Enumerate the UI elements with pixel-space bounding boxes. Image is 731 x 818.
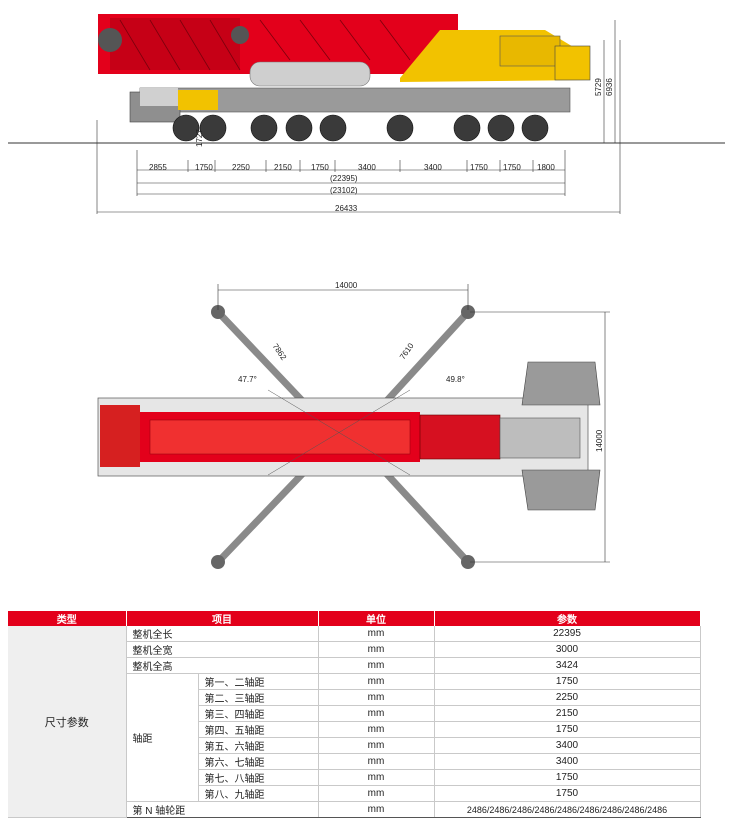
table-row: 第二、三轴距 mm 2250: [8, 689, 701, 706]
unit-cell: mm: [318, 657, 435, 674]
top-dimension-lines: [217, 284, 610, 563]
dim-segment: 1750: [470, 163, 488, 172]
crane-superstructure: [400, 30, 591, 82]
top-view-drawing: [97, 284, 610, 569]
item-cell: 整机全宽: [126, 641, 319, 658]
item-cell: 第六、七轴距: [198, 753, 319, 770]
carrier-top: [97, 397, 589, 477]
value-cell: 3400: [434, 753, 701, 770]
value-cell: 1750: [434, 721, 701, 738]
spec-table: 类型 项目 单位 参数 尺寸参数 整机全长 mm 22395 整机全宽 mm 3…: [8, 611, 701, 818]
value-cell: 3400: [434, 737, 701, 754]
dim-overall: 26433: [335, 204, 358, 213]
unit-cell: mm: [318, 626, 435, 642]
unit-cell: mm: [318, 737, 435, 754]
dim-segment: 1750: [311, 163, 329, 172]
value-cell: 3424: [434, 657, 701, 674]
table-row: 轴距 第一、二轴距 mm 1750: [8, 673, 701, 802]
dim-angle-right: 49.8°: [446, 375, 465, 384]
item-cell: 第 N 轴轮距: [126, 801, 319, 818]
item-cell: 第八、九轴距: [198, 785, 319, 802]
header-type: 类型: [8, 611, 127, 626]
table-row: 第 N 轴轮距 mm 2486/2486/2486/2486/2486/2486…: [8, 801, 701, 818]
table-row: 第五、六轴距 mm 3400: [8, 737, 701, 754]
table-row: 第四、五轴距 mm 1750: [8, 721, 701, 738]
crane-boom: [98, 14, 458, 87]
dim-angle-left: 47.7°: [238, 375, 257, 384]
unit-cell: mm: [318, 785, 435, 802]
dimension-lines: [96, 20, 621, 214]
value-cell: 1750: [434, 769, 701, 786]
item-cell: 第二、三轴距: [198, 689, 319, 706]
item-cell: 第一、二轴距: [198, 673, 319, 690]
value-cell: 3000: [434, 641, 701, 658]
dim-outrigger-span-side: 14000: [595, 429, 604, 452]
dim-segment: 2250: [232, 163, 250, 172]
value-cell: 22395: [434, 626, 701, 642]
dim-segment: 3400: [358, 163, 376, 172]
dim-segment: 1727: [195, 129, 204, 147]
item-cell: 整机全高: [126, 657, 319, 674]
value-cell: 2250: [434, 689, 701, 706]
table-row: 第三、四轴距 mm 2150: [8, 705, 701, 722]
dim-outrigger-span: 14000: [335, 281, 358, 290]
value-cell: 1750: [434, 673, 701, 690]
dim-height: 6936: [605, 78, 614, 96]
crane-wheels: [172, 114, 549, 142]
table-row: 第六、七轴距 mm 3400: [8, 753, 701, 770]
header-unit: 单位: [318, 611, 435, 626]
value-cell: 1750: [434, 785, 701, 802]
unit-cell: mm: [318, 769, 435, 786]
item-cell: 整机全长: [126, 626, 319, 642]
item-cell: 第五、六轴距: [198, 737, 319, 754]
table-row: 整机全高 mm 3424: [8, 657, 701, 674]
unit-cell: mm: [318, 673, 435, 690]
table-row: 整机全宽 mm 3000: [8, 641, 701, 658]
counterweight: [521, 361, 601, 511]
dim-segment: 2855: [149, 163, 167, 172]
unit-cell: mm: [318, 753, 435, 770]
unit-cell: mm: [318, 641, 435, 658]
dim-overall: (22395): [330, 174, 358, 183]
header-item: 项目: [126, 611, 319, 626]
dim-segment: 3400: [424, 163, 442, 172]
table-header-row: 类型 项目 单位 参数: [8, 611, 701, 626]
unit-cell: mm: [318, 721, 435, 738]
unit-cell: mm: [318, 705, 435, 722]
item-cell: 第七、八轴距: [198, 769, 319, 786]
item-cell: 第三、四轴距: [198, 705, 319, 722]
dim-segment: 1750: [195, 163, 213, 172]
table-row: 尺寸参数 整机全长 mm 22395: [8, 626, 701, 818]
axle-group-cell: 轴距: [126, 673, 199, 802]
side-view-drawing: [8, 14, 725, 214]
crane-chassis: [129, 87, 571, 123]
unit-cell: mm: [318, 689, 435, 706]
value-cell: 2150: [434, 705, 701, 722]
dim-segment: 1750: [503, 163, 521, 172]
table-row: 第七、八轴距 mm 1750: [8, 769, 701, 786]
value-cell: 2486/2486/2486/2486/2486/2486/2486/2486/…: [434, 801, 701, 818]
dim-segment: 1800: [537, 163, 555, 172]
dim-overall: (23102): [330, 186, 358, 195]
unit-cell: mm: [318, 801, 435, 818]
category-cell: 尺寸参数: [8, 626, 127, 818]
table-row: 第八、九轴距 mm 1750: [8, 785, 701, 802]
item-cell: 第四、五轴距: [198, 721, 319, 738]
header-value: 参数: [434, 611, 701, 626]
cross-lines: [267, 389, 411, 476]
outrigger-pads: [211, 305, 475, 569]
dim-height: 5729: [594, 78, 603, 96]
dim-segment: 2150: [274, 163, 292, 172]
